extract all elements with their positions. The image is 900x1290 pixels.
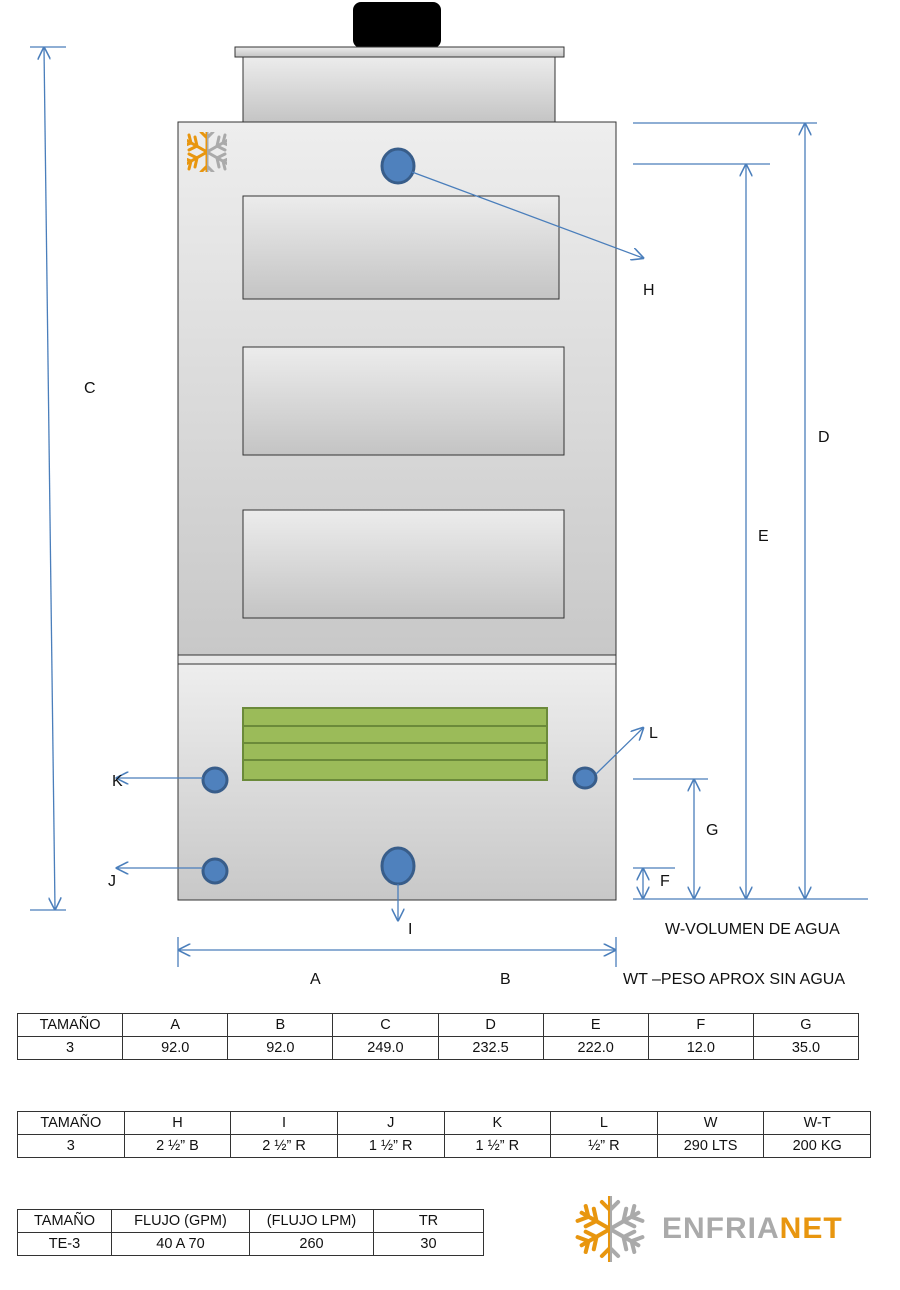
table-cell: 92.0 bbox=[122, 1036, 229, 1060]
table-cell: 35.0 bbox=[752, 1036, 860, 1060]
enfrianet-logo: ENFRIANET bbox=[570, 1196, 860, 1262]
grille bbox=[242, 707, 548, 781]
header-cell: TAMAÑO bbox=[16, 1013, 124, 1037]
label-a: A bbox=[310, 971, 321, 988]
snowflake-icon bbox=[570, 1196, 650, 1262]
logo-text: ENFRIANET bbox=[662, 1212, 843, 1246]
header-cell: I bbox=[230, 1111, 338, 1135]
header-cell: F bbox=[647, 1013, 754, 1037]
label-e: E bbox=[758, 528, 769, 545]
panel-1 bbox=[242, 195, 560, 300]
label-i: I bbox=[408, 921, 412, 938]
label-j: J bbox=[108, 873, 116, 890]
logo-text-part2: NET bbox=[779, 1212, 843, 1245]
header-cell: H bbox=[123, 1111, 232, 1135]
label-d: D bbox=[818, 429, 830, 446]
header-cell: TAMAÑO bbox=[17, 1209, 112, 1233]
header-cell: J bbox=[336, 1111, 445, 1135]
table-cell: 3 bbox=[16, 1036, 124, 1060]
header-cell: E bbox=[542, 1013, 649, 1037]
header-cell: W-T bbox=[763, 1111, 871, 1135]
table-cell: 1 ½” R bbox=[443, 1134, 552, 1158]
logo-text-part1: ENFRIA bbox=[662, 1212, 780, 1245]
label-b: B bbox=[500, 971, 511, 988]
table-cell: TE-3 bbox=[17, 1232, 112, 1256]
motor-cap bbox=[353, 2, 441, 48]
connection-i bbox=[380, 846, 416, 886]
table-cell: 12.0 bbox=[647, 1036, 754, 1060]
table-cell: 200 KG bbox=[763, 1134, 871, 1158]
header-cell: TAMAÑO bbox=[17, 1111, 125, 1135]
connection-l bbox=[572, 766, 598, 790]
table-cell: 92.0 bbox=[227, 1036, 334, 1060]
table-cell: 40 A 70 bbox=[111, 1232, 250, 1256]
lid bbox=[234, 46, 565, 58]
label-l: L bbox=[649, 725, 658, 742]
header-cell: TR bbox=[373, 1209, 484, 1233]
table-cell: 3 bbox=[17, 1134, 125, 1158]
table-cell: 260 bbox=[249, 1232, 374, 1256]
connection-h bbox=[380, 147, 416, 185]
connection-k bbox=[201, 766, 229, 794]
table-cell: 1 ½” R bbox=[336, 1134, 445, 1158]
header-cell: L bbox=[550, 1111, 658, 1135]
table-cell: ½” R bbox=[550, 1134, 658, 1158]
note-dry-weight: WT –PESO APROX SIN AGUA bbox=[623, 971, 845, 988]
table-cell: 2 ½” B bbox=[123, 1134, 232, 1158]
connection-j bbox=[201, 857, 229, 885]
header-cell: B bbox=[227, 1013, 334, 1037]
header-cell: FLUJO (GPM) bbox=[111, 1209, 250, 1233]
label-k: K bbox=[112, 773, 123, 790]
top-housing bbox=[242, 56, 556, 124]
table-cell: 290 LTS bbox=[656, 1134, 765, 1158]
label-h: H bbox=[643, 282, 655, 299]
table-cell: 30 bbox=[373, 1232, 484, 1256]
header-cell: W bbox=[656, 1111, 765, 1135]
body-band bbox=[177, 654, 617, 665]
label-c: C bbox=[84, 380, 96, 397]
table-cell: 232.5 bbox=[437, 1036, 544, 1060]
label-f: F bbox=[660, 873, 670, 890]
table-cell: 222.0 bbox=[542, 1036, 649, 1060]
header-cell: C bbox=[332, 1013, 439, 1037]
header-cell: D bbox=[437, 1013, 544, 1037]
equipment-diagram: H C D E L K G F J I A B W-VOLUMEN DE AGU… bbox=[30, 2, 868, 988]
note-water-volume: W-VOLUMEN DE AGUA bbox=[665, 921, 840, 938]
label-g: G bbox=[706, 822, 718, 839]
header-cell: G bbox=[752, 1013, 860, 1037]
header-cell: K bbox=[443, 1111, 552, 1135]
header-cell: A bbox=[122, 1013, 229, 1037]
table-cell: 249.0 bbox=[332, 1036, 439, 1060]
panel-2 bbox=[242, 346, 565, 456]
panel-3 bbox=[242, 509, 565, 619]
table-cell: 2 ½” R bbox=[230, 1134, 338, 1158]
header-cell: (FLUJO LPM) bbox=[249, 1209, 374, 1233]
